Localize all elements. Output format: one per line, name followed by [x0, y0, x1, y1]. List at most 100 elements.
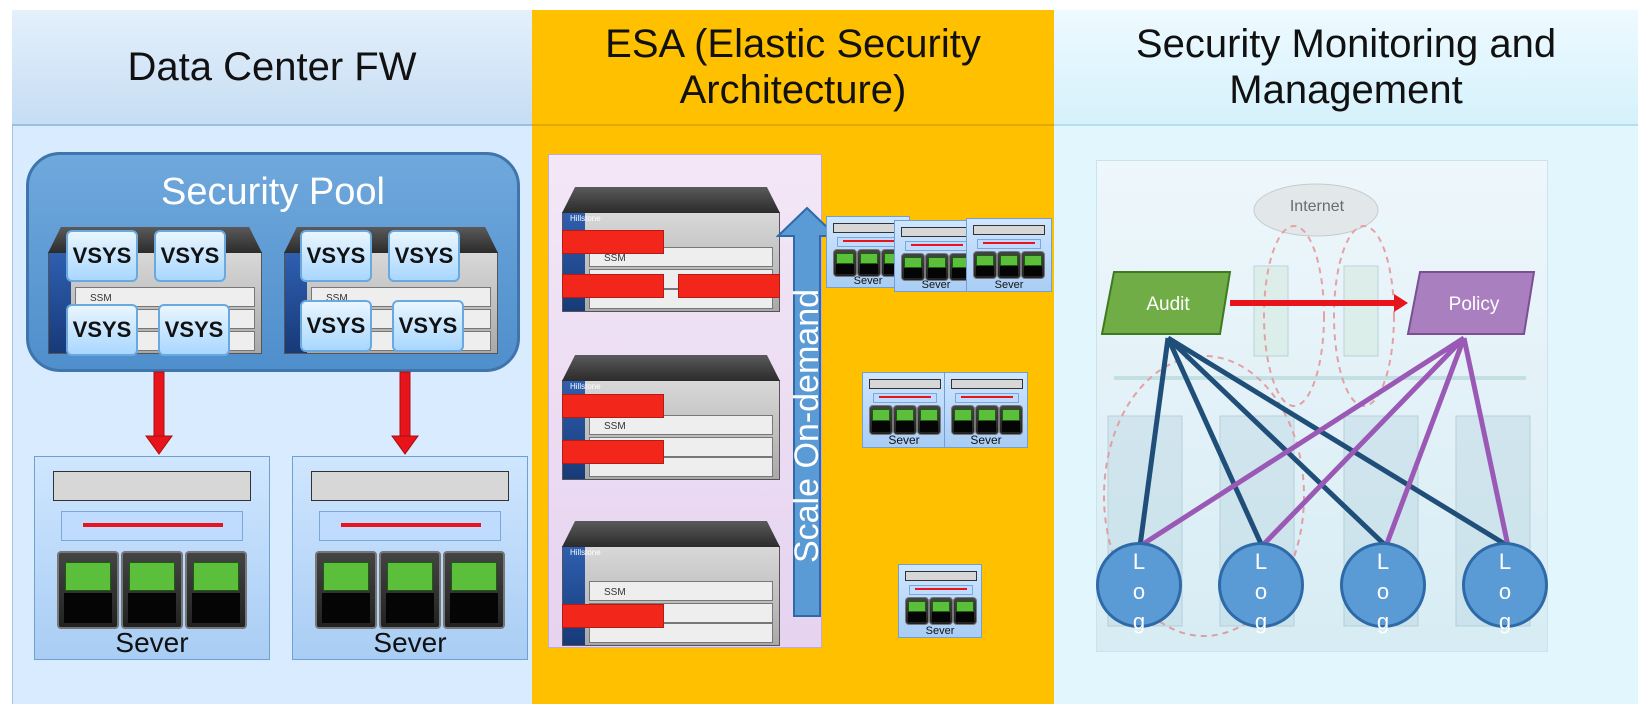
redacted-block: [678, 274, 780, 298]
server-bar: [905, 571, 977, 581]
brand-label: Hillstone: [570, 382, 601, 391]
server-bar: [53, 471, 251, 501]
log-label: L o g: [1376, 549, 1390, 634]
security-pool-title: Security Pool: [161, 171, 385, 213]
disk: [975, 405, 999, 435]
internet-cloud: [1253, 183, 1379, 237]
slot-label: SSM: [326, 293, 348, 304]
disk: [857, 249, 881, 277]
server-label: Sever: [115, 627, 189, 658]
down-arrow-shaft: [399, 371, 411, 439]
server-rail: [909, 585, 973, 595]
disk: [925, 253, 949, 281]
disk: [185, 551, 247, 629]
scale-text: Scale On-demand: [788, 288, 826, 564]
disk: [1021, 251, 1045, 279]
bidirectional-arrow: [961, 396, 1013, 398]
chassis-top: [562, 355, 780, 381]
server-label: Sever: [888, 433, 920, 447]
server: Sever: [34, 456, 270, 660]
redacted-block: [562, 604, 664, 628]
server-label: Sever: [373, 627, 447, 658]
header-security-monitoring: Security Monitoring and Management: [1054, 10, 1638, 126]
bidirectional-arrow: [843, 240, 895, 242]
bidirectional-arrow: [879, 396, 931, 398]
vsys-box: VSYS: [154, 230, 226, 282]
header-data-center-fw: Data Center FW: [12, 10, 532, 126]
disk: [929, 597, 953, 625]
vsys-box: VSYS: [158, 304, 230, 356]
disk: [973, 251, 997, 279]
log-node: L o g: [1462, 542, 1548, 634]
bidirectional-arrow: [915, 588, 967, 590]
vsys-box: VSYS: [300, 230, 372, 282]
redacted-block: [562, 394, 664, 418]
server-rail: [955, 393, 1019, 403]
disk: [917, 405, 941, 435]
audit-node: [1100, 271, 1232, 335]
log-label: L o g: [1498, 549, 1512, 634]
slot-label: SSM: [604, 587, 626, 598]
server-bar: [951, 379, 1023, 389]
vsys-box: VSYS: [66, 304, 138, 356]
policy-node: [1406, 271, 1536, 335]
server-label: Sever: [970, 433, 1002, 447]
server-label: Sever: [853, 275, 883, 287]
server: Sever: [292, 456, 528, 660]
log-label: L o g: [1132, 549, 1146, 634]
vsys-box: VSYS: [66, 230, 138, 282]
server: Sever: [966, 218, 1052, 292]
slot-label: SSM: [604, 421, 626, 432]
policy-label: Policy: [1448, 294, 1500, 315]
disk: [905, 597, 929, 625]
server-label: Sever: [925, 625, 955, 637]
server-bar: [869, 379, 941, 389]
redacted-block: [562, 230, 664, 254]
header-esa: ESA (Elastic Security Architecture): [532, 10, 1054, 126]
audit-to-policy-arrow: [1230, 294, 1408, 312]
disk: [953, 597, 977, 625]
redacted-block: [562, 274, 664, 298]
log-node: L o g: [1096, 542, 1182, 634]
down-arrow-head: [145, 435, 173, 455]
brand-label: Hillstone: [570, 548, 601, 557]
disk: [869, 405, 893, 435]
chassis-top: [562, 521, 780, 547]
vsys-box: VSYS: [300, 300, 372, 352]
audit-links: [1137, 335, 1510, 549]
server: Sever: [944, 372, 1028, 448]
bidirectional-arrow: [83, 523, 223, 527]
chassis-faceplate: [49, 253, 71, 353]
scale-on-demand-label: Scale On-demand: [787, 256, 827, 596]
bidirectional-arrow: [911, 244, 963, 246]
server-bar: [901, 227, 973, 237]
server-label: Sever: [994, 279, 1024, 291]
slot-label: SSM: [604, 253, 626, 264]
server-bar: [973, 225, 1045, 235]
vsys-box: VSYS: [388, 230, 460, 282]
chassis-slot: SSM: [589, 415, 773, 435]
server: Sever: [898, 564, 982, 638]
server: Sever: [862, 372, 946, 448]
header-title: Data Center FW: [127, 45, 417, 89]
log-node: L o g: [1340, 542, 1426, 634]
down-arrow-shaft: [153, 371, 165, 439]
disk: [997, 251, 1021, 279]
bidirectional-arrow: [983, 242, 1035, 244]
disk: [893, 405, 917, 435]
disk: [951, 405, 975, 435]
disk: [379, 551, 441, 629]
internet-label: Internet: [1289, 198, 1345, 215]
disk: [443, 551, 505, 629]
disk: [57, 551, 119, 629]
policy-links: [1138, 335, 1511, 549]
server-rail: [837, 237, 901, 247]
log-label: L o g: [1254, 549, 1268, 634]
server-rail: [905, 241, 969, 251]
disk: [833, 249, 857, 277]
chassis-top: [562, 187, 780, 213]
vsys-box: VSYS: [392, 300, 464, 352]
redacted-block: [562, 440, 664, 464]
disk: [121, 551, 183, 629]
